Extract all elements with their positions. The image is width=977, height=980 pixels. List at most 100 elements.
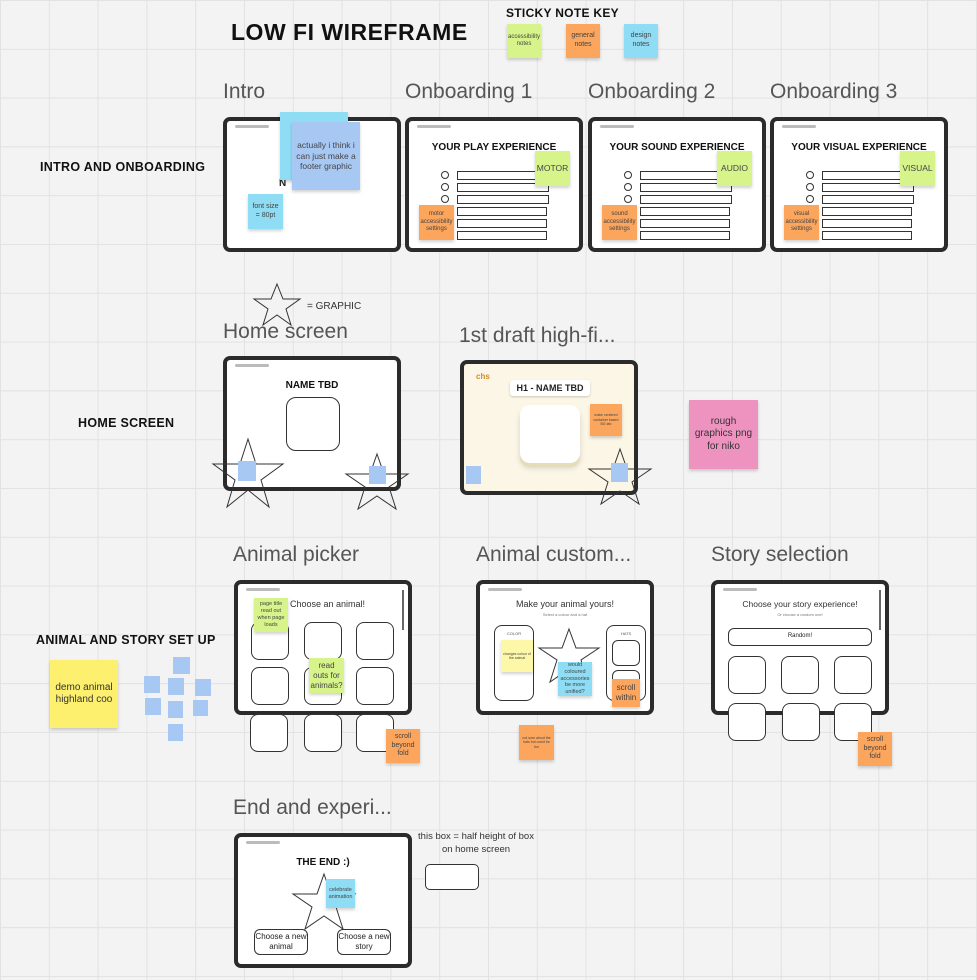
option-line bbox=[457, 207, 547, 216]
frame-top-bar bbox=[235, 125, 269, 128]
animal-readouts-note[interactable]: read outs for animals? bbox=[309, 658, 344, 693]
hifi-heading: H1 - NAME TBD bbox=[510, 380, 590, 396]
page-title-readout-note[interactable]: page title read out when page loads bbox=[254, 598, 288, 632]
frame-top-bar bbox=[246, 841, 280, 844]
frame-title-animal-picker: Animal picker bbox=[233, 543, 360, 566]
frame-title-onboarding-2: Onboarding 2 bbox=[588, 80, 716, 103]
option-row[interactable] bbox=[441, 183, 551, 192]
half-height-box-note: this box = half height of box on home sc… bbox=[418, 831, 534, 855]
key-design-note[interactable]: design notes bbox=[624, 24, 658, 58]
option-row[interactable] bbox=[441, 195, 551, 204]
frame-title-onboarding-3: Onboarding 3 bbox=[770, 80, 898, 103]
page-title: LOW FI WIREFRAME bbox=[231, 19, 468, 45]
frame-top-bar bbox=[723, 588, 757, 591]
graphic-star-icon bbox=[252, 282, 302, 327]
frame-top-bar bbox=[246, 588, 280, 591]
option-line bbox=[457, 231, 547, 240]
animal-tile[interactable] bbox=[356, 667, 394, 705]
choose-new-story-button[interactable]: Choose a new story bbox=[337, 929, 391, 955]
scroll-within-note[interactable]: scroll within bbox=[612, 679, 640, 707]
story-tile[interactable] bbox=[781, 656, 819, 694]
home-star-right-icon bbox=[344, 452, 410, 511]
onboarding-1-note[interactable]: motor accessibility settings bbox=[419, 205, 454, 240]
end-frame[interactable]: THE END :) Choose a new animal Choose a … bbox=[234, 833, 412, 968]
hifi-star-icon bbox=[587, 447, 653, 506]
random-story-button[interactable]: Random! bbox=[728, 628, 872, 646]
onboarding-3-note[interactable]: visual accessibility settings bbox=[784, 205, 819, 240]
story-frame[interactable]: Choose your story experience! Or choose … bbox=[711, 580, 889, 715]
option-line bbox=[640, 231, 730, 240]
hifi-note[interactable]: make centered container based BG tab bbox=[590, 404, 622, 436]
onboarding-2-note[interactable]: sound accessibility settings bbox=[602, 205, 637, 240]
story-tile[interactable] bbox=[728, 656, 766, 694]
scatter-square bbox=[144, 676, 160, 693]
choose-new-animal-button[interactable]: Choose a new animal bbox=[254, 929, 308, 955]
scatter-square bbox=[168, 701, 183, 718]
home-placeholder-square bbox=[369, 466, 386, 484]
animal-tile[interactable] bbox=[251, 667, 289, 705]
animal-custom-sub: Select a colour and a hat bbox=[542, 612, 588, 617]
option-row[interactable] bbox=[624, 183, 734, 192]
hats-panel-label: HATS bbox=[620, 631, 632, 636]
animal-tile[interactable] bbox=[304, 622, 342, 660]
row-label-animal: ANIMAL AND STORY SET UP bbox=[36, 633, 216, 647]
frame-top-bar bbox=[235, 364, 269, 367]
scatter-square bbox=[173, 657, 190, 674]
graphic-legend-text: = GRAPHIC bbox=[307, 301, 362, 312]
celebrate-animation-note[interactable]: celebrate animation bbox=[326, 879, 355, 908]
scatter-square bbox=[195, 679, 211, 696]
intro-name-text: N bbox=[279, 178, 287, 189]
animal-tile[interactable] bbox=[356, 622, 394, 660]
scatter-square bbox=[193, 700, 208, 716]
hifi-logo: chs bbox=[476, 372, 490, 381]
scatter-square bbox=[168, 724, 183, 741]
animal-custom-heading: Make your animal yours! bbox=[515, 599, 615, 609]
row-label-intro: INTRO AND ONBOARDING bbox=[40, 160, 206, 174]
key-general-note[interactable]: general notes bbox=[566, 24, 600, 58]
frame-title-end: End and experi... bbox=[233, 796, 392, 819]
demo-animal-note[interactable]: demo animal highland coo bbox=[50, 660, 118, 728]
option-line bbox=[822, 207, 912, 216]
frame-top-bar bbox=[782, 125, 816, 128]
animal-picker-heading: Choose an animal! bbox=[290, 599, 366, 609]
animal-tile-below-fold bbox=[304, 714, 342, 752]
option-line bbox=[640, 207, 730, 216]
onboarding-3-tag[interactable]: VISUAL bbox=[900, 151, 935, 186]
rough-graphics-note[interactable]: rough graphics png for niko bbox=[689, 400, 758, 469]
story-scroll-note[interactable]: scroll beyond fold bbox=[858, 732, 892, 766]
frame-title-intro: Intro bbox=[223, 80, 266, 103]
frame-title-onboarding-1: Onboarding 1 bbox=[405, 80, 533, 103]
story-tile[interactable] bbox=[834, 656, 872, 694]
end-heading: THE END :) bbox=[296, 857, 350, 868]
intro-font-size-note[interactable]: font size = 80pt bbox=[248, 194, 283, 229]
scatter-square bbox=[145, 698, 161, 715]
onboarding-1-heading: YOUR PLAY EXPERIENCE bbox=[431, 142, 557, 153]
frame-title-story: Story selection bbox=[711, 543, 849, 566]
hats-fun-note[interactable]: not sure about the hats but could be fun bbox=[519, 725, 554, 760]
option-row[interactable] bbox=[806, 183, 916, 192]
scrollbar[interactable] bbox=[879, 590, 881, 630]
scatter-square bbox=[168, 678, 184, 695]
animal-tile-below-fold bbox=[250, 714, 288, 752]
onboarding-2-tag[interactable]: AUDIO bbox=[717, 151, 752, 186]
home-name-heading: NAME TBD bbox=[285, 380, 339, 391]
onboarding-1-tag[interactable]: MOTOR bbox=[535, 151, 570, 186]
intro-footer-graphic-note[interactable]: actually i think i can just make a foote… bbox=[292, 122, 360, 190]
story-sub: Or choose a random one! bbox=[777, 612, 823, 617]
hifi-center-tile[interactable] bbox=[520, 405, 580, 463]
animal-picker-scroll-note[interactable]: scroll beyond fold bbox=[386, 729, 420, 763]
story-heading: Choose your story experience! bbox=[742, 599, 858, 609]
key-title: STICKY NOTE KEY bbox=[506, 6, 619, 20]
coloured-accessories-note[interactable]: would coloured accessories be more unifi… bbox=[558, 662, 592, 696]
option-row[interactable] bbox=[806, 195, 916, 204]
row-label-home: HOME SCREEN bbox=[78, 416, 175, 430]
hat-option[interactable] bbox=[612, 640, 640, 666]
half-height-sample-box[interactable] bbox=[425, 864, 479, 890]
scrollbar[interactable] bbox=[402, 590, 404, 630]
option-line bbox=[457, 219, 547, 228]
home-center-tile[interactable] bbox=[286, 397, 340, 451]
frame-title-home: Home screen bbox=[223, 320, 348, 343]
color-change-note[interactable]: changes colour of the animal bbox=[501, 640, 533, 672]
key-accessibility-note[interactable]: accessibility notes bbox=[507, 24, 541, 58]
option-row[interactable] bbox=[624, 195, 734, 204]
